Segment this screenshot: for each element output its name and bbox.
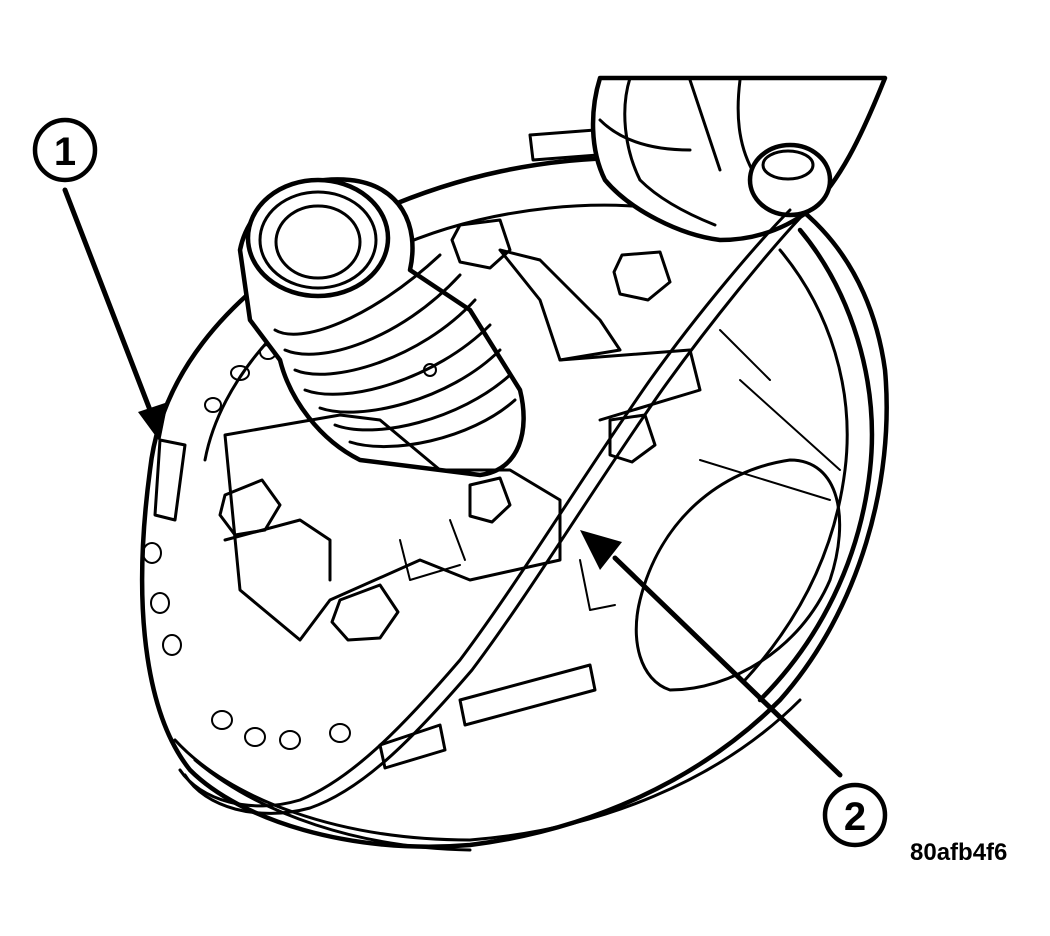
callout-1-arrowhead (138, 402, 168, 442)
callout-2-arrowhead (580, 530, 622, 570)
callout-2-label: 2 (844, 795, 866, 839)
figure-code: 80afb4f6 (910, 839, 1007, 866)
callout-1: 1 (32, 117, 168, 442)
stator-shaft (237, 177, 526, 478)
callout-2-leader-line (612, 555, 843, 778)
seal-ring-wire (178, 208, 802, 815)
callout-1-leader-line (62, 187, 153, 413)
cover-bolts (218, 218, 672, 642)
hand-illustration (590, 75, 888, 243)
callout-1-label: 1 (54, 130, 76, 174)
callout-2-circle (822, 782, 888, 848)
callout-1-circle (32, 117, 98, 183)
callout-2: 2 (580, 530, 888, 848)
